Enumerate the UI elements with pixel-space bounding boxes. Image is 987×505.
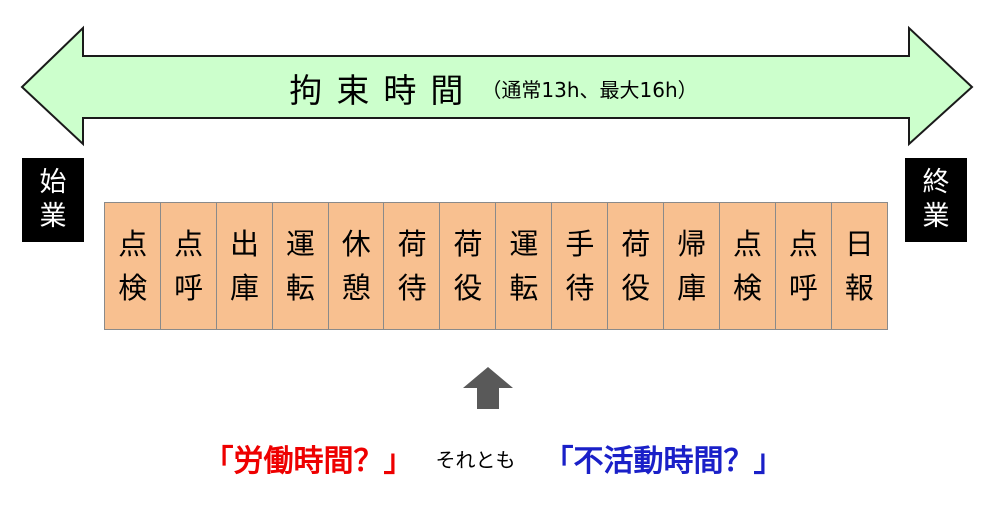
task-char: 点 <box>732 227 762 261</box>
task-char: 待 <box>565 271 595 305</box>
task-cell: 点呼 <box>774 202 833 330</box>
task-cell: 荷役 <box>439 202 497 330</box>
task-cell: 日報 <box>830 202 888 330</box>
task-char: 転 <box>509 271 539 305</box>
task-char: 荷 <box>397 227 427 261</box>
start-label-char: 始 <box>39 167 67 198</box>
task-cell: 休憩 <box>327 202 385 330</box>
task-char: 点 <box>118 227 148 261</box>
restraint-time-double-arrow <box>20 25 974 147</box>
task-char: 報 <box>844 271 874 305</box>
task-cell: 運転 <box>495 202 553 330</box>
or-connector: それとも <box>435 447 516 472</box>
task-char: 待 <box>397 271 427 305</box>
start-label-char: 業 <box>39 201 67 232</box>
start-of-work-label: 始 業 <box>22 158 84 242</box>
working-time-question: 「労働時間？」 <box>203 444 414 479</box>
task-char: 運 <box>285 227 315 261</box>
task-char: 出 <box>229 227 259 261</box>
task-char: 役 <box>621 271 651 305</box>
task-cell: 手待 <box>551 202 609 330</box>
task-char: 点 <box>174 227 204 261</box>
task-cell: 出庫 <box>215 202 274 330</box>
task-sequence: 点検 点呼 出庫 運転 休憩 荷待 荷役 運転 手待 荷役 帰庫 点検 点呼 日… <box>104 202 888 330</box>
restraint-time-title: 拘束時間 <box>289 71 478 110</box>
task-char: 憩 <box>341 271 371 305</box>
task-char: 検 <box>118 271 148 305</box>
task-char: 検 <box>732 271 762 305</box>
task-char: 庫 <box>229 271 259 305</box>
task-char: 役 <box>453 271 483 305</box>
task-char: 日 <box>844 227 874 261</box>
task-char: 帰 <box>677 227 707 261</box>
task-char: 呼 <box>174 271 204 305</box>
arrow-title-group: 拘束時間 （通常13h、最大16h） <box>0 58 987 118</box>
task-cell: 運転 <box>271 202 330 330</box>
end-label-char: 業 <box>922 201 950 232</box>
task-cell: 帰庫 <box>662 202 721 330</box>
task-cell: 点呼 <box>159 202 218 330</box>
end-label-char: 終 <box>922 167 950 198</box>
task-char: 運 <box>509 227 539 261</box>
task-char: 転 <box>285 271 315 305</box>
task-char: 荷 <box>621 227 651 261</box>
task-cell: 荷役 <box>607 202 665 330</box>
task-cell: 点検 <box>104 202 162 330</box>
task-char: 点 <box>788 227 818 261</box>
task-char: 呼 <box>788 271 818 305</box>
double-arrow-shape <box>20 25 974 147</box>
task-char: 手 <box>565 227 595 261</box>
up-arrow-icon <box>463 367 513 409</box>
inactive-time-question: 「不活動時間？」 <box>543 444 784 479</box>
question-line: 「労働時間？」 それとも 「不活動時間？」 <box>0 430 987 486</box>
task-char: 荷 <box>453 227 483 261</box>
task-cell: 点検 <box>718 202 777 330</box>
task-char: 庫 <box>677 271 707 305</box>
up-arrow-shape <box>463 367 513 409</box>
task-cell: 荷待 <box>383 202 441 330</box>
restraint-time-subtitle: （通常13h、最大16h） <box>481 77 698 102</box>
end-of-work-label: 終 業 <box>905 158 967 242</box>
task-char: 休 <box>341 227 371 261</box>
